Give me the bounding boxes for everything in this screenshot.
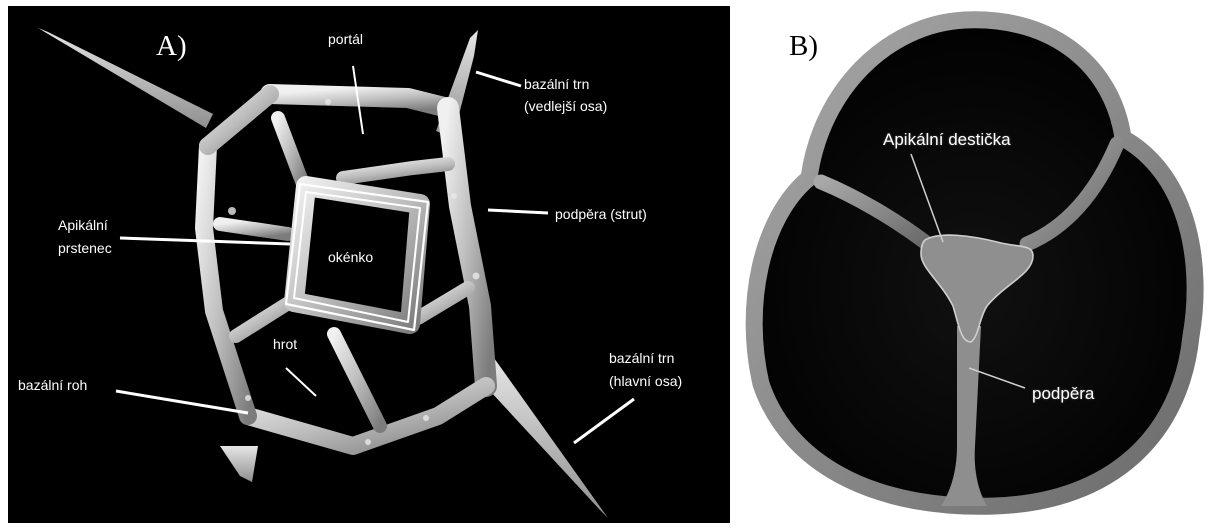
panel-b-letter: B) [789, 32, 818, 61]
panel-a-letter: A) [156, 32, 187, 61]
panel-b: B) Apikální destička podpěra [735, 6, 1205, 523]
label-strut: podpěra (strut) [555, 205, 647, 224]
label-basal-spine-secondary-2: (vedlejší osa) [524, 97, 607, 116]
label-portal: portál [328, 30, 363, 49]
label-apical-ring-2: prstenec [58, 239, 112, 258]
surface-nodules [228, 99, 480, 445]
label-strut-b: podpěra [1032, 384, 1094, 404]
leader-basal-spine-secondary [476, 72, 521, 86]
label-apical-ring-1: Apikální [58, 216, 108, 235]
leader-lines [116, 66, 634, 443]
label-basal-spine-secondary-1: bazální trn [524, 75, 589, 94]
leader-basal-horn [116, 391, 248, 413]
spine-basal-horn [220, 446, 258, 482]
leader-basal-spine-main [574, 399, 634, 443]
label-basal-spine-main-1: bazální trn [609, 349, 674, 368]
leader-spike [286, 368, 316, 396]
spine-top-left [38, 28, 213, 128]
panel-b-skeleton [735, 6, 1205, 523]
leader-strut [488, 210, 548, 213]
spine-main-axis [478, 358, 608, 518]
outer-frame [204, 94, 486, 446]
inner-bars [220, 118, 468, 426]
label-window: okénko [328, 248, 373, 267]
label-basal-spine-main-2: (hlavní osa) [609, 372, 682, 391]
label-spike: hrot [273, 335, 297, 354]
label-basal-horn: bazální roh [18, 376, 87, 395]
panel-a: A) portál bazální trn (vedlejší osa) Api… [8, 6, 730, 523]
label-apical-plate: Apikální destička [883, 130, 1011, 150]
